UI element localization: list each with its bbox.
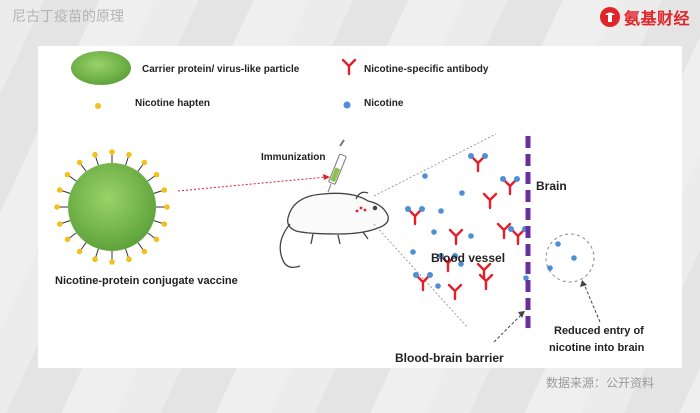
nicotine-hapten [56, 221, 63, 227]
bbb-arrowhead [518, 311, 525, 318]
reduced-entry-circle [545, 233, 595, 283]
legend-hapten-label: Nicotine hapten [135, 98, 210, 109]
immunization-arrowhead [323, 174, 330, 180]
nicotine-in-brain [547, 241, 577, 271]
brand-name: 氨基财经 [623, 9, 690, 28]
hapten-linker [61, 190, 71, 194]
nicotine-hapten [161, 187, 168, 193]
brand-logo: 氨基财经 [599, 6, 690, 28]
nicotine-hapten [109, 259, 115, 265]
hapten-linker [147, 232, 156, 239]
zoom-line-top [373, 133, 497, 197]
mechanism-diagram: Carrier protein/ virus-like particle Nic… [54, 51, 645, 365]
hapten-linker [147, 175, 156, 182]
nicotine-hapten [76, 248, 83, 255]
blood-vessel-label: Blood vessel [431, 251, 505, 265]
hapten-legend-icon [95, 103, 101, 109]
nicotine-hapten [56, 187, 63, 193]
nicotine-hapten [153, 236, 160, 243]
bbb-label: Blood-brain barrier [395, 351, 504, 365]
hapten-linker [61, 220, 71, 224]
legend-antibody-label: Nicotine-specific antibody [364, 64, 489, 75]
legend-carrier-label: Carrier protein/ virus-like particle [142, 64, 300, 75]
hapten-linker [68, 175, 77, 182]
nicotine-hapten [64, 171, 71, 178]
reduced-entry-label-2: nicotine into brain [549, 342, 645, 354]
nicotine-hapten [54, 204, 60, 210]
carrier-legend-icon [71, 51, 131, 85]
data-source-note: 数据来源：公开资料 [545, 376, 654, 390]
hapten-linker [137, 163, 144, 172]
hapten-linker [153, 220, 163, 224]
hapten-linker [95, 248, 99, 258]
nicotine-hapten [126, 256, 132, 263]
hapten-linker [95, 156, 99, 166]
nicotine-hapten [64, 236, 71, 243]
nicotine-hapten [92, 256, 98, 263]
mouse-icon [279, 191, 389, 269]
nicotine-hapten [141, 248, 148, 255]
vaccine-label: Nicotine-protein conjugate vaccine [55, 275, 238, 287]
legend-nicotine-label: Nicotine [364, 98, 404, 109]
immunization-label: Immunization [261, 152, 325, 163]
antibody-legend-icon [341, 58, 357, 76]
hapten-linker [68, 232, 77, 239]
reduced-entry-arrow [583, 283, 601, 323]
page-title: 尼古丁疫苗的原理 [12, 9, 124, 25]
reduced-entry-label-1: Reduced entry of [554, 325, 644, 337]
zoom-line-bottom [373, 223, 469, 329]
brand-logo-icon [599, 7, 620, 27]
nicotine-hapten [76, 159, 83, 166]
nicotine-hapten [161, 221, 168, 227]
nicotine-hapten [153, 171, 160, 178]
nicotine-hapten [126, 151, 132, 158]
hapten-linker [80, 242, 87, 251]
nicotine-in-blood [410, 173, 529, 289]
hapten-linker [153, 190, 163, 194]
nicotine-hapten [109, 149, 115, 155]
bbb-arrow [493, 313, 523, 343]
syringe-icon [327, 139, 347, 193]
hapten-linker [80, 163, 87, 172]
nicotine-hapten [141, 159, 148, 166]
conjugate-vaccine-particle [54, 149, 170, 265]
brain-label: Brain [536, 179, 567, 193]
hapten-linker [125, 248, 129, 258]
nicotine-hapten [92, 151, 98, 158]
hapten-linker [137, 242, 144, 251]
hapten-linker [125, 156, 129, 166]
reduced-entry-arrowhead [580, 280, 587, 287]
diagram-panel: Carrier protein/ virus-like particle Nic… [38, 46, 682, 368]
immunization-arrow [177, 176, 327, 192]
nicotine-legend-icon [343, 101, 351, 109]
nicotine-hapten [164, 204, 170, 210]
